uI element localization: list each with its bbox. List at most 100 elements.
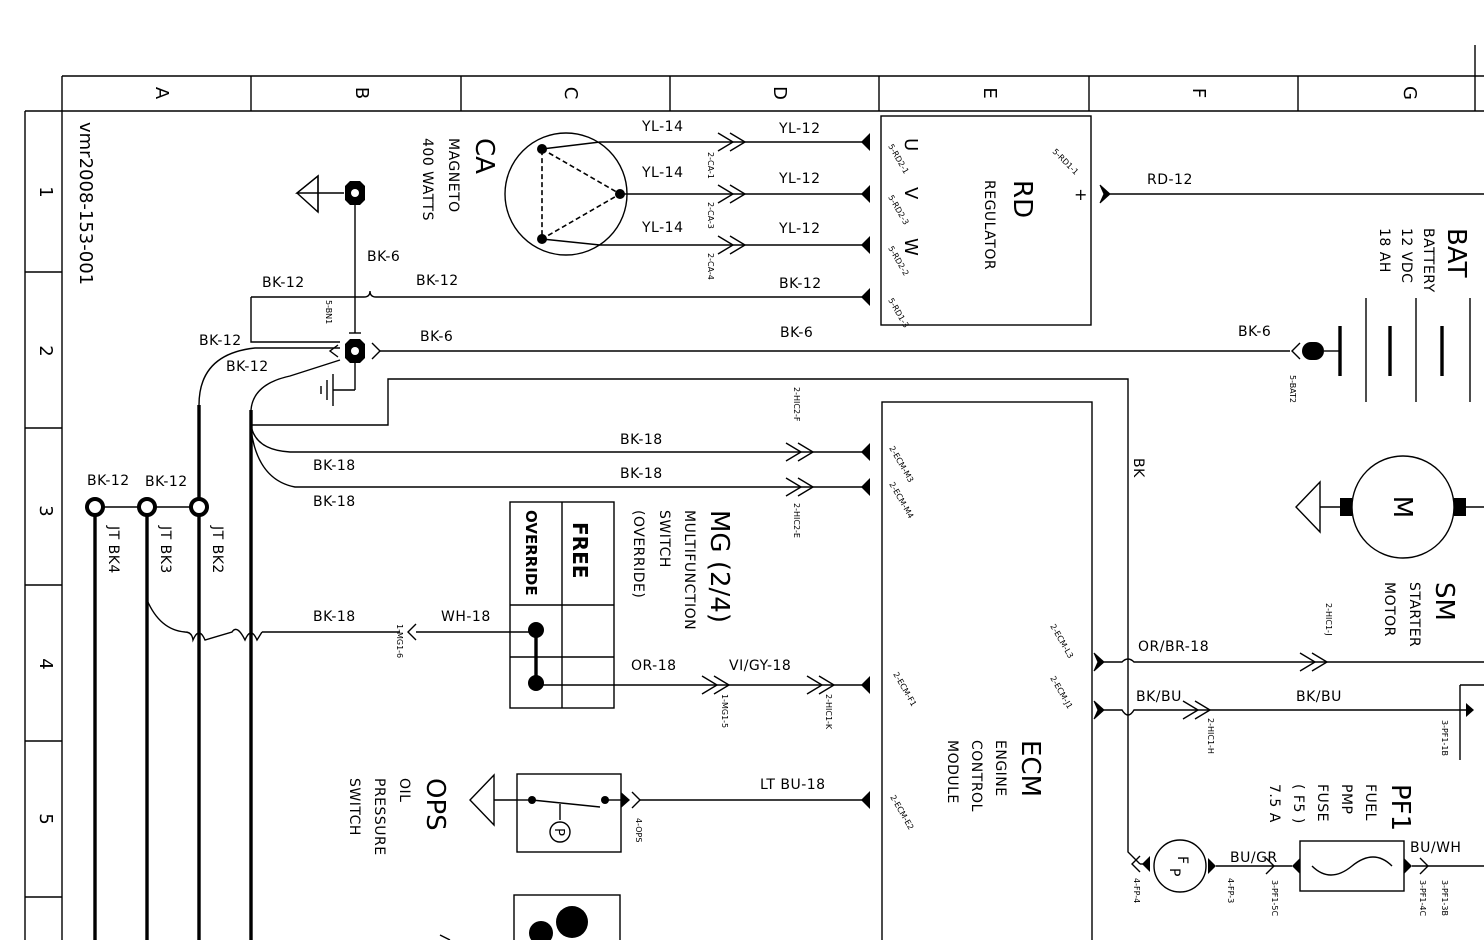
wire-yl12-2: YL-12 — [778, 171, 820, 187]
conn-5-bat2: 5-BAT2 — [1288, 375, 1297, 403]
wire-orbr18: OR/BR-18 — [1138, 639, 1209, 655]
battery-bat: BAT BATTERY 12 VDC 18 AH 5-BAT2 — [1288, 228, 1471, 403]
ecm-line-1: ENGINE — [992, 740, 1008, 797]
conn-2-hic1-k: 2-HIC1-K — [824, 694, 833, 730]
starter-symbol: M — [1387, 496, 1417, 518]
conn-1-mg1-6: 1-MG1-6 — [395, 624, 404, 658]
ops-line-3: SWITCH — [346, 778, 362, 836]
regulator-rd: U V W + RD REGULATOR 5-RD2-1 5-RD2-3 5-R… — [880, 115, 1092, 329]
col-label-b: B — [351, 87, 372, 99]
fuse-line-5: 7.5 A — [1266, 784, 1282, 823]
wire-bk12-j2: BK-12 — [145, 474, 188, 490]
conn-2-ca-3: 2-CA-3 — [706, 202, 715, 229]
regulator-terminal-w: W — [900, 238, 921, 256]
conn-2-hic2-f: 2-HIC2-F — [792, 387, 801, 422]
wire-bk12-d: BK-12 — [199, 333, 242, 349]
battery-line-1: BATTERY — [1420, 228, 1436, 293]
wire-bk18-c: BK-18 — [313, 458, 356, 474]
col-label-f: F — [1188, 88, 1209, 98]
wire-bk6-top: BK-6 — [367, 249, 400, 265]
ops-switch: P OPS OIL PRESSURE SWITCH — [346, 773, 630, 856]
battery-code: BAT — [1441, 228, 1471, 278]
regulator-name: REGULATOR — [981, 180, 997, 270]
starter-code: SM — [1429, 582, 1459, 621]
grid-frame — [24, 45, 1484, 940]
wire-vigy18: VI/GY-18 — [729, 658, 791, 674]
wire-or18: OR-18 — [631, 658, 677, 674]
col-label-a: A — [151, 87, 172, 100]
magneto-name: MAGNETO — [445, 138, 461, 213]
row-labels: 1 2 3 4 5 — [35, 186, 56, 824]
drawing-id: vmr2008-153-001 — [75, 122, 96, 285]
wire-bk6-hub: BK-6 — [420, 329, 453, 345]
joint-bk3: JT BK3 — [157, 525, 173, 574]
wire-bk12-j1: BK-12 — [87, 473, 130, 489]
col-label-d: D — [769, 86, 790, 100]
mg-line-3: (OVERRIDE) — [630, 510, 646, 598]
wire-ltbu18: LT BU-18 — [760, 777, 826, 793]
row-label-1: 1 — [35, 186, 56, 197]
mg-code: MG (2/4) — [704, 510, 734, 623]
conn-3-pf1-1b: 3-PF1-1B — [1440, 720, 1449, 756]
pump-symbol-p: P — [1166, 868, 1182, 876]
conn-2-hic1-h: 2-HIC1-H — [1206, 718, 1215, 754]
conn-3-pf1-5c: 3-PF1-5C — [1270, 880, 1279, 916]
row-label-4: 4 — [35, 658, 56, 669]
mg-line-1: MULTIFUNCTION — [681, 510, 697, 630]
ecm-line-2: CONTROL — [968, 740, 984, 812]
wire-bugr: BU/GR — [1230, 850, 1278, 866]
conn-2-ca-4: 2-CA-4 — [706, 253, 715, 280]
magneto-spec: 400 WATTS — [419, 138, 435, 221]
magneto-ca: CA MAGNETO 400 WATTS — [419, 132, 628, 256]
col-label-c: C — [560, 87, 581, 100]
conn-1-mg1-5: 1-MG1-5 — [720, 694, 729, 728]
gear-component — [439, 894, 621, 940]
row-label-5: 5 — [35, 813, 56, 824]
wire-yl14-1: YL-14 — [641, 119, 683, 135]
wire-rd12: RD-12 — [1147, 172, 1193, 188]
conn-4-fp-3: 4-FP-3 — [1226, 878, 1235, 903]
conn-2-hic1-j: 2-HIC1-J — [1324, 603, 1333, 636]
fuse-line-1: FUEL — [1362, 784, 1378, 821]
row-label-2: 2 — [35, 345, 56, 356]
wire-bk-vertical: BK — [1130, 458, 1146, 478]
ops-line-1: OIL — [396, 778, 412, 802]
wire-bk18-mg: BK-18 — [313, 609, 356, 625]
row-label-3: 3 — [35, 505, 56, 516]
regulator-code: RD — [1007, 180, 1037, 218]
hub-node — [328, 339, 1290, 363]
wire-bk12-c: BK-12 — [779, 276, 822, 292]
conn-4-fp-4: 4-FP-4 — [1132, 878, 1141, 903]
col-label-g: G — [1399, 86, 1420, 100]
wire-bk18-d: BK-18 — [313, 494, 356, 510]
wire-bkbu-a: BK/BU — [1136, 689, 1182, 705]
col-label-e: E — [979, 87, 1000, 98]
mg-switch: FREE OVERRIDE MG (2/4) MULTIFUNCTION SWI… — [509, 501, 734, 709]
conn-3-pf1-3b: 3-PF1-3B — [1440, 880, 1449, 916]
ecm-line-3: MODULE — [944, 740, 960, 804]
fuse-pf1: PF1 FUEL PMP FUSE ( F5 ) 7.5 A — [1266, 784, 1415, 892]
wire-bk6-mid: BK-6 — [780, 325, 813, 341]
fuse-code: PF1 — [1385, 784, 1415, 831]
fuse-line-3: FUSE — [1314, 784, 1330, 822]
regulator-terminal-u: U — [900, 138, 921, 151]
fuel-pump: F P — [1131, 839, 1292, 893]
wire-bkbu-b: BK/BU — [1296, 689, 1342, 705]
wire-yl14-3: YL-14 — [641, 220, 683, 236]
wire-yl12-1: YL-12 — [778, 121, 820, 137]
magneto-code: CA — [469, 138, 499, 174]
joint-bk4: JT BK4 — [105, 525, 121, 574]
wire-bk12-b: BK-12 — [416, 273, 459, 289]
conn-4-ops: 4-OPS — [634, 818, 643, 842]
starter-line-2: MOTOR — [1381, 582, 1397, 637]
battery-line-2: 12 VDC — [1398, 228, 1414, 283]
ops-code: OPS — [420, 778, 450, 831]
conn-5-bn1: 5-BN1 — [324, 300, 333, 324]
fuse-line-4: ( F5 ) — [1290, 784, 1306, 824]
mg-position-free: FREE — [568, 522, 592, 578]
fuse-line-2: PMP — [1338, 784, 1354, 814]
ecm-code: ECM — [1015, 740, 1045, 797]
wire-yl12-3: YL-12 — [778, 221, 820, 237]
pump-symbol-f: F — [1174, 856, 1190, 864]
